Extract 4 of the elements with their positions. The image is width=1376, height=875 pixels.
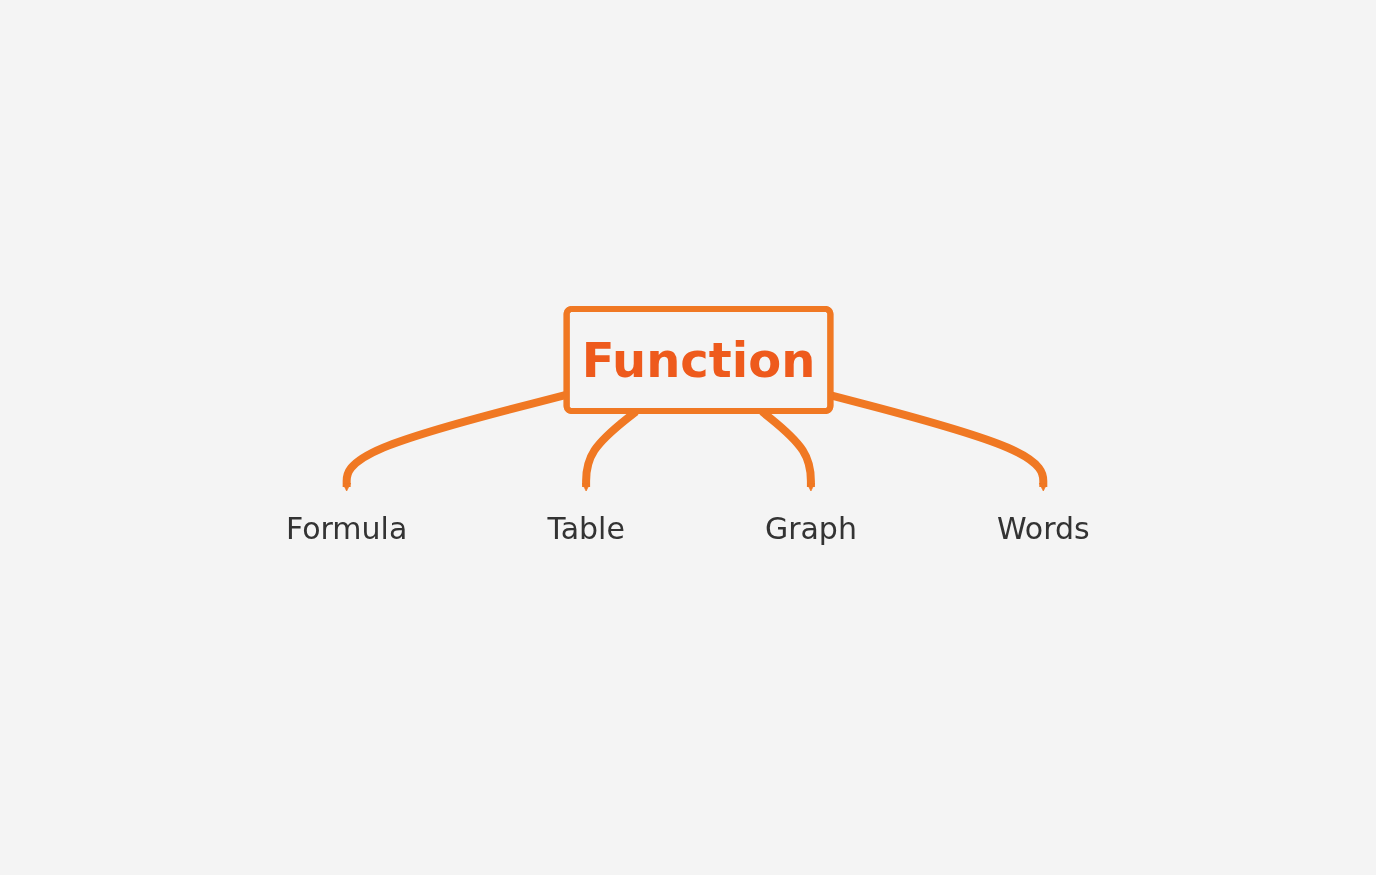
node-text: Graph xyxy=(765,511,858,546)
node-text: Words xyxy=(997,511,1090,546)
node-text: Formula xyxy=(286,511,408,546)
node-text: Table xyxy=(547,511,626,546)
